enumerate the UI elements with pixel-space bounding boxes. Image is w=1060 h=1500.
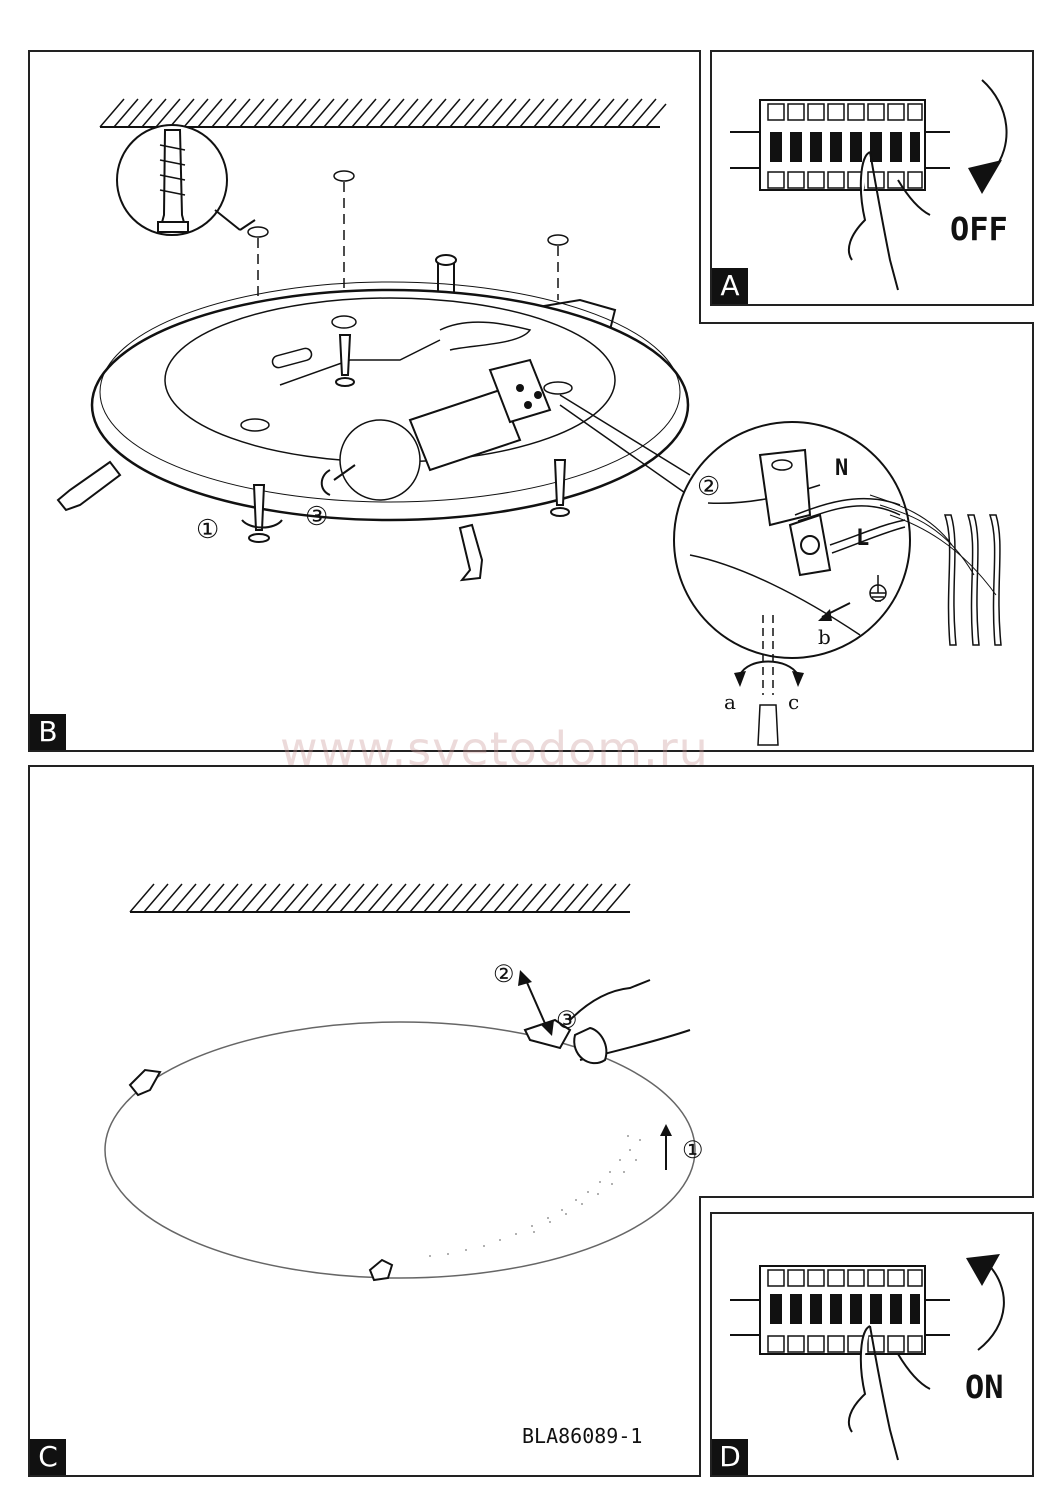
glass-shade xyxy=(104,970,696,1282)
wire-l-label: L xyxy=(856,526,870,551)
step-3-b: ③ xyxy=(305,502,329,532)
wiring-detail xyxy=(559,394,1002,746)
dowel-detail xyxy=(116,124,256,236)
step-2-c: ② xyxy=(493,960,515,988)
wire-n-label: N xyxy=(835,456,849,481)
step-3-c: ③ xyxy=(556,1006,578,1034)
ground-icon xyxy=(869,575,887,602)
panel-a-tag: A xyxy=(712,268,748,304)
step-1-c: ① xyxy=(682,1136,704,1164)
step-2-b: ② xyxy=(697,472,721,502)
off-label: OFF xyxy=(950,210,1008,248)
breaker-panel-d xyxy=(730,1254,1005,1461)
arrow-b-label: b xyxy=(818,625,831,649)
arrow-a-label: a xyxy=(724,690,736,714)
arrow-c-label: c xyxy=(788,690,800,714)
breaker-panel-a xyxy=(730,79,1008,291)
panel-c-tag: C xyxy=(30,1439,66,1475)
lamp-base-assembly xyxy=(56,170,690,582)
ceiling-b xyxy=(99,98,667,128)
panel-d-tag: D xyxy=(712,1439,748,1475)
model-code: BLA86089-1 xyxy=(522,1424,643,1448)
step-1-b: ① xyxy=(196,515,220,545)
ceiling-c xyxy=(129,883,631,913)
on-label: ON xyxy=(965,1368,1004,1406)
panel-b-tag: B xyxy=(30,714,66,750)
